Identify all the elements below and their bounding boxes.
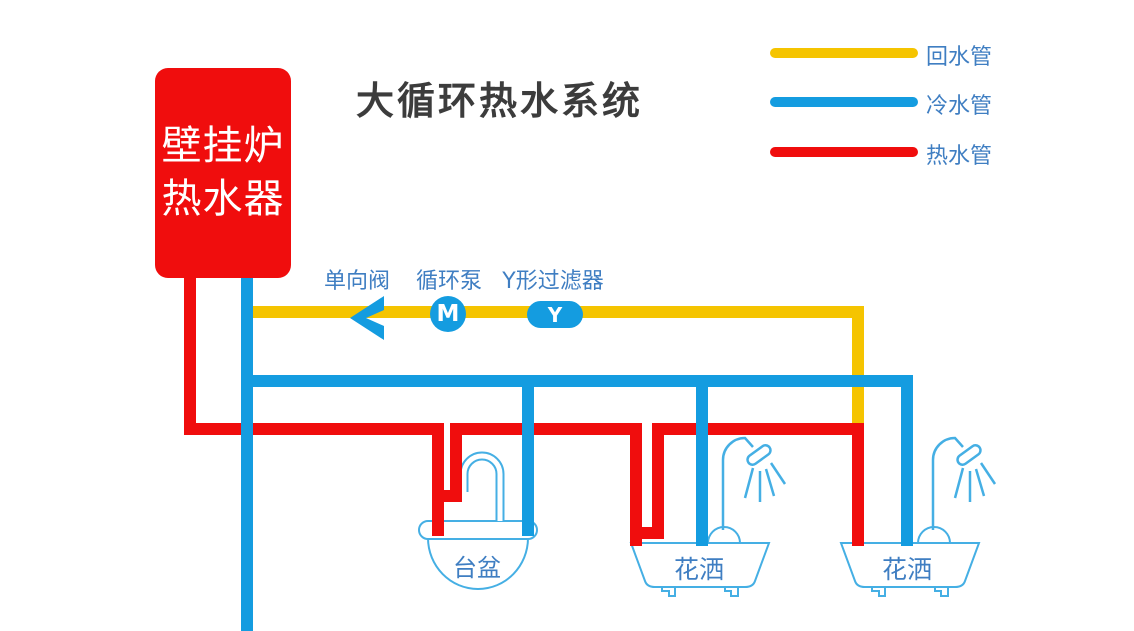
hot-pipe-main-segment-2 [450, 423, 642, 435]
bathtub-2 [839, 526, 981, 597]
bathtub-1 [629, 526, 771, 597]
page-title: 大循环热水系统 [356, 79, 644, 123]
return-pipe-vertical [852, 306, 864, 423]
circulation-pump-icon: M [430, 296, 466, 332]
cold-pipe-shower2-drop [901, 375, 913, 546]
legend-cold-pipe-swatch [770, 97, 918, 107]
legend-return-pipe-swatch [770, 48, 918, 58]
shower2-label: 花洒 [881, 555, 932, 584]
hot-pipe-basin-right-leg [450, 423, 462, 502]
shower-head-1-icon [721, 436, 787, 530]
boiler-label-line2: 热水器 [161, 176, 285, 222]
y-filter-icon: Y [527, 301, 583, 328]
hot-pipe-boiler-drop [184, 272, 196, 435]
legend-hot-pipe-swatch [770, 147, 918, 157]
hot-pipe-main-segment-3 [652, 423, 864, 435]
hot-pipe-shower1-left-leg [630, 423, 642, 546]
pump-symbol: M [436, 301, 460, 327]
shower1-label: 花洒 [673, 555, 724, 584]
legend-hot-pipe-label: 热水管 [926, 144, 993, 169]
boiler-unit: 壁挂炉 热水器 [155, 68, 291, 278]
legend-return-pipe-label: 回水管 [926, 45, 993, 70]
basin-label: 台盆 [453, 554, 501, 582]
boiler-label-line1: 壁挂炉 [161, 123, 285, 169]
shower-head-2-icon [931, 436, 997, 530]
hot-pipe-shower1-right-leg [652, 423, 664, 539]
hot-pipe-shower2-drop [852, 423, 864, 546]
hot-pipe-basin-left-leg [432, 423, 444, 536]
hot-pipe-main-segment-1 [184, 423, 444, 435]
hot-pipe-basin-jog [432, 490, 462, 502]
cold-pipe-basin-drop [522, 375, 534, 536]
y-filter-symbol: Y [547, 302, 563, 327]
circulation-pump-label: 循环泵 [415, 269, 482, 294]
y-filter-label: Y形过滤器 [502, 269, 604, 294]
basin-rim [418, 520, 538, 540]
check-valve-label: 单向阀 [323, 269, 390, 294]
legend-cold-pipe-label: 冷水管 [926, 94, 993, 119]
hot-pipe-shower1-jog [630, 527, 664, 539]
check-valve-icon [350, 296, 384, 340]
cold-pipe-horizontal [247, 375, 913, 387]
cold-pipe-main-riser [241, 272, 253, 631]
basin-faucet-icon [459, 451, 505, 521]
cold-pipe-shower1-drop [696, 375, 708, 546]
